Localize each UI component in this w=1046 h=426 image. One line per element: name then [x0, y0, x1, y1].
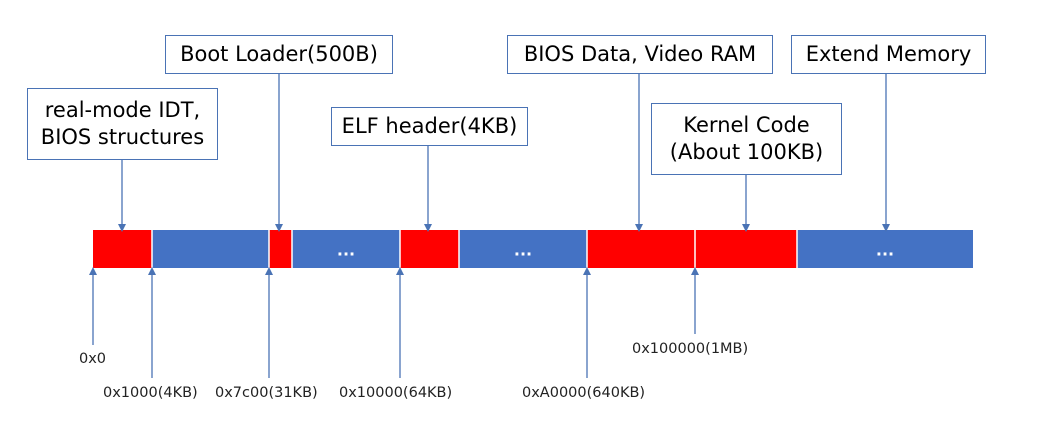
callout-elf-header: ELF header(4KB): [331, 107, 528, 146]
callout-line: real-mode IDT,: [44, 98, 201, 122]
address-label-0x1000: 0x1000(4KB): [103, 385, 198, 401]
callout-line: Extend Memory: [805, 42, 972, 66]
callout-line: (About 100KB): [669, 140, 824, 164]
callout-line: Kernel Code: [683, 113, 810, 137]
callout-bios-data: BIOS Data, Video RAM: [507, 35, 773, 74]
address-label-0xa0000: 0xA0000(640KB): [522, 385, 646, 401]
callout-kernel-code: Kernel Code (About 100KB): [651, 103, 842, 175]
memory-segment-used: [400, 230, 459, 268]
callout-line: Boot Loader(500B): [180, 42, 378, 66]
memory-segment-used: [695, 230, 797, 268]
memory-bar: .........: [93, 230, 973, 268]
memory-segment-free: [797, 230, 973, 268]
address-label-0x7c00: 0x7c00(31KB): [215, 385, 318, 401]
callout-boot-loader: Boot Loader(500B): [165, 35, 393, 74]
memory-segment-free: [152, 230, 269, 268]
segment-ellipsis-label: ...: [514, 241, 532, 260]
memory-segment-free: [292, 230, 400, 268]
memory-segment-free: [459, 230, 587, 268]
callout-line: BIOS Data, Video RAM: [523, 42, 757, 66]
callout-line: ELF header(4KB): [341, 114, 518, 138]
callout-extend-memory: Extend Memory: [791, 35, 986, 74]
memory-segment-used: [93, 230, 152, 268]
address-label-0x10000: 0x10000(64KB): [339, 385, 453, 401]
callout-real-mode-idt: real-mode IDT, BIOS structures: [27, 88, 218, 160]
arrows-layer: [89, 74, 890, 378]
address-label-0x100000: 0x100000(1MB): [632, 341, 749, 357]
callout-line: BIOS structures: [40, 125, 205, 149]
memory-segment-used: [269, 230, 292, 268]
segment-ellipsis-label: ...: [876, 241, 894, 260]
memory-segment-used: [587, 230, 695, 268]
segment-ellipsis-label: ...: [337, 241, 355, 260]
address-label-0x0: 0x0: [79, 351, 107, 367]
